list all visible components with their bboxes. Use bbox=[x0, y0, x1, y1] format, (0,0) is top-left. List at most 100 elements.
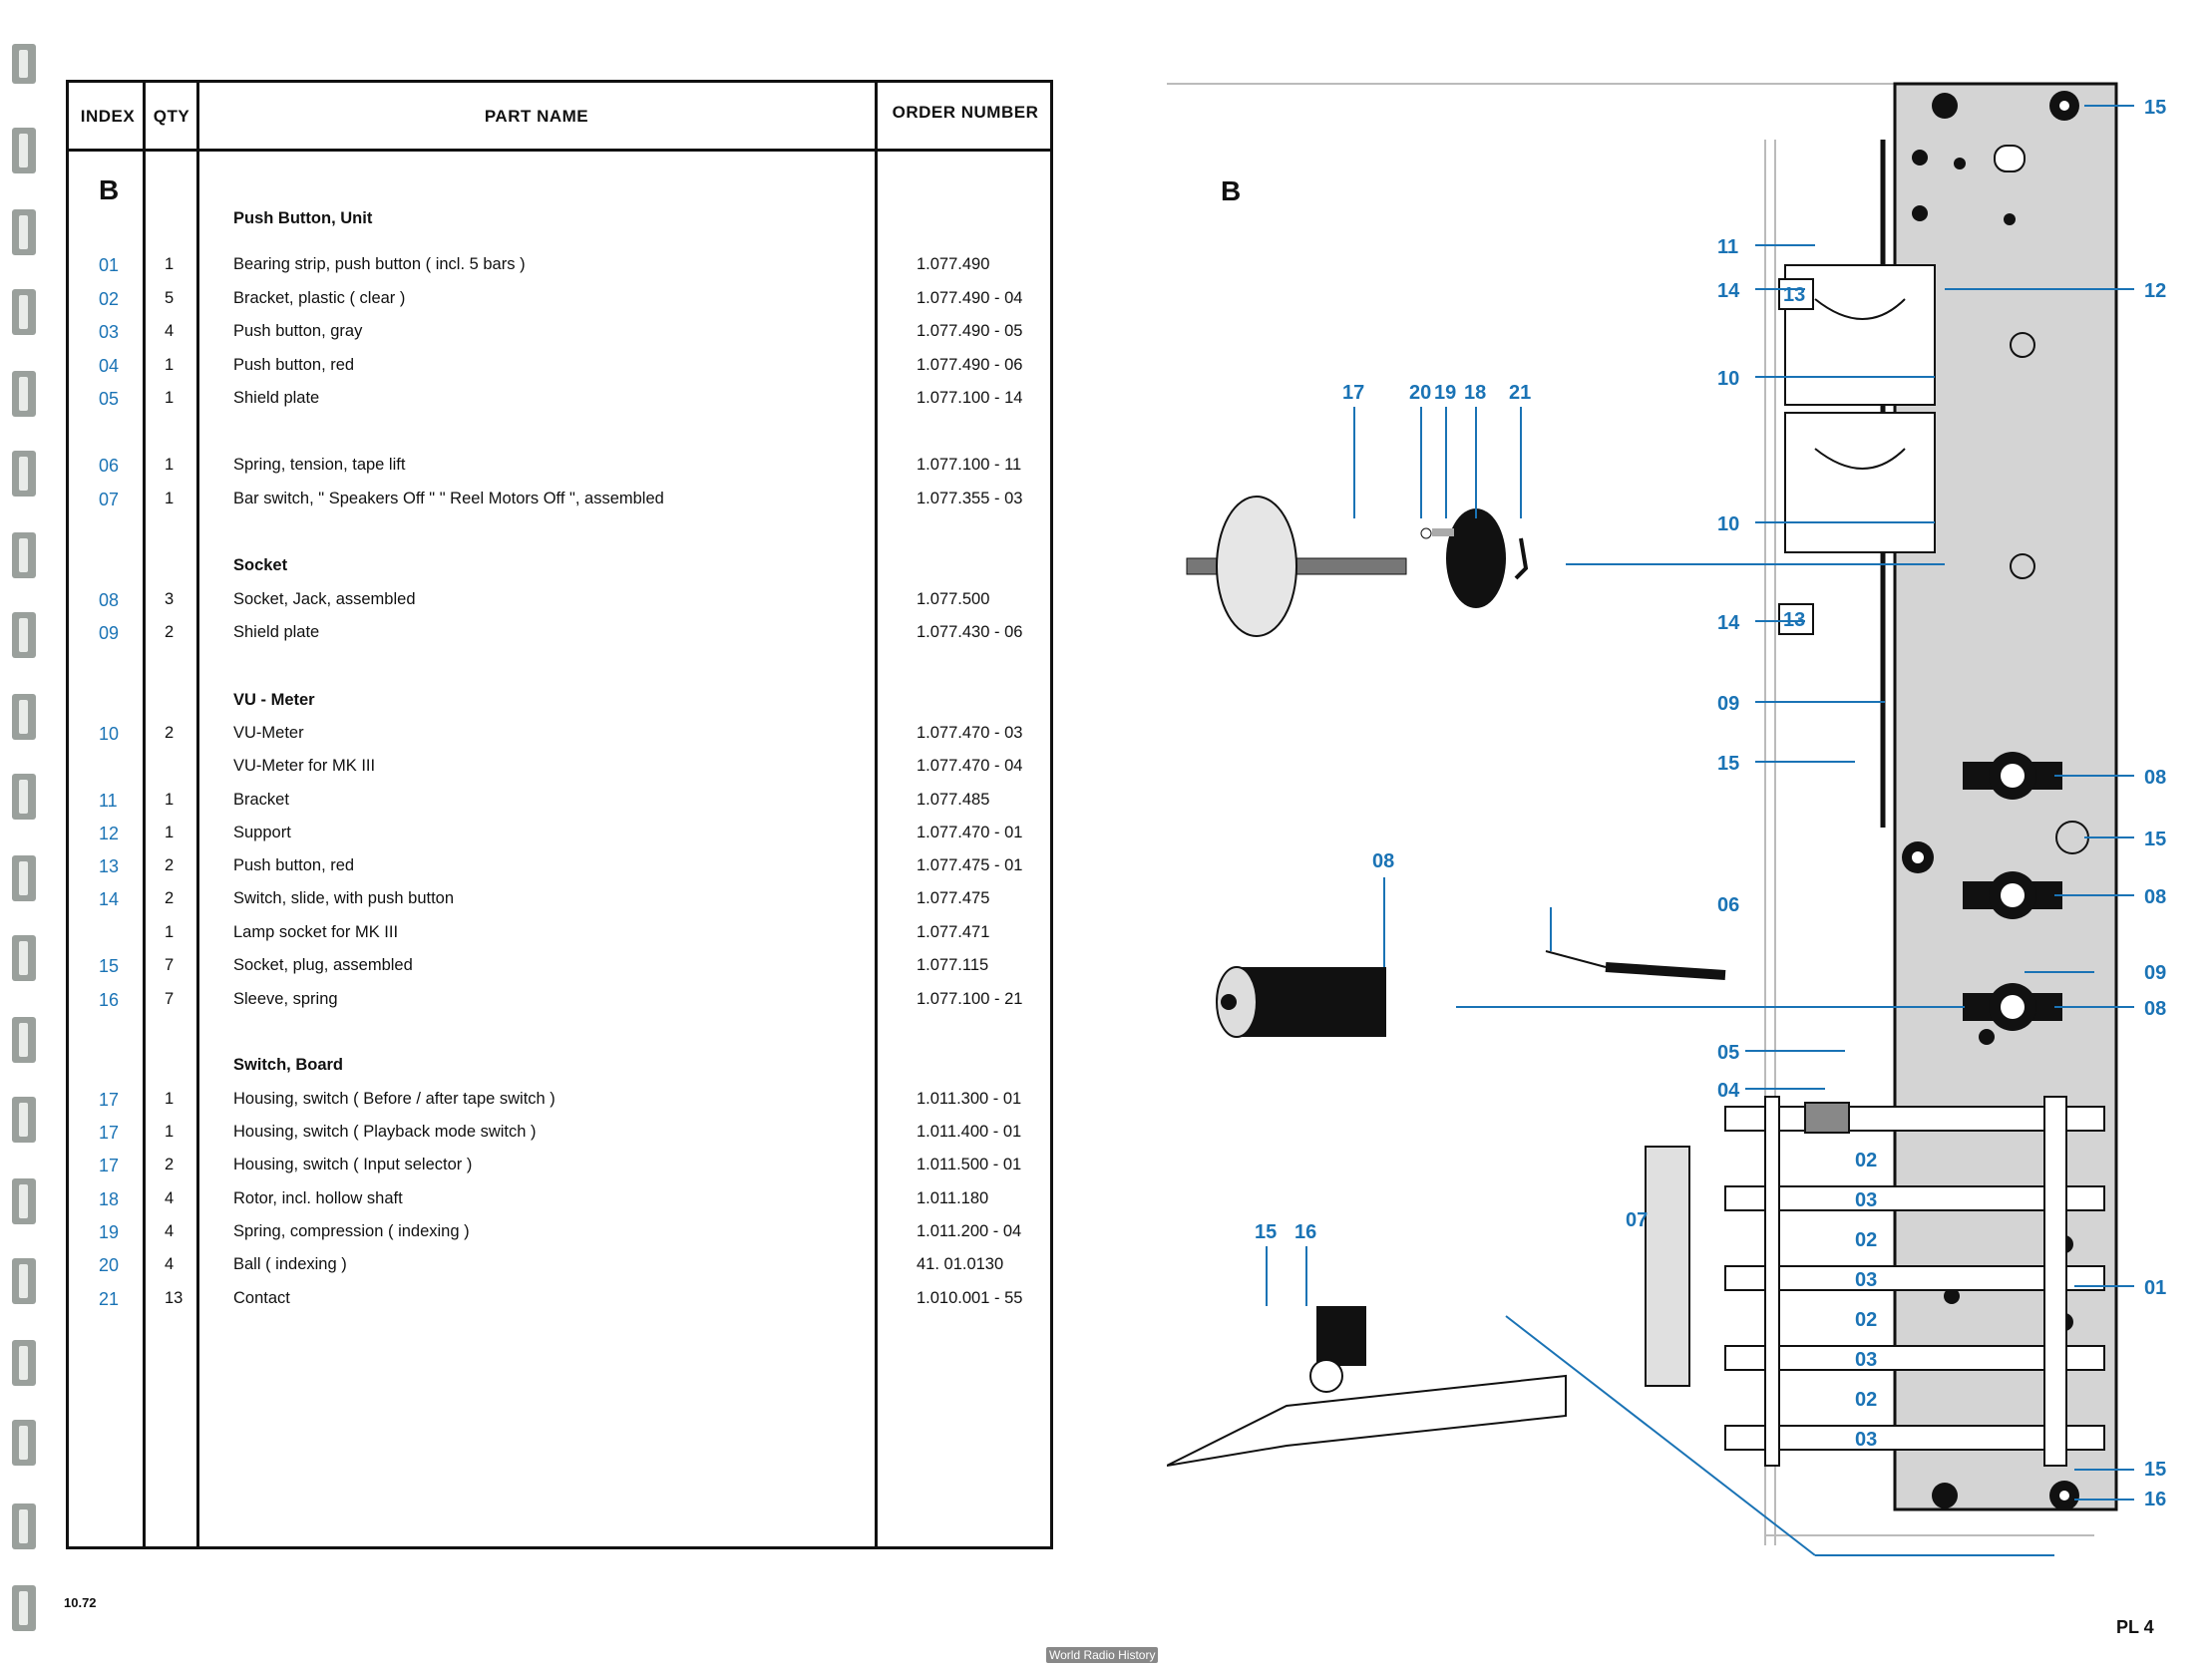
row-order-number: 1.077.490 - 05 bbox=[917, 322, 1023, 340]
row-index: 17 bbox=[99, 1090, 120, 1110]
header-part-name: PART NAME bbox=[484, 107, 589, 126]
callout-10-upper: 10 bbox=[1717, 368, 1739, 390]
row-order-number: 1.011.180 bbox=[917, 1189, 989, 1207]
header-order-number: ORDER NUMBER bbox=[892, 103, 1039, 122]
row-part-name: Housing, switch ( Playback mode switch ) bbox=[233, 1123, 537, 1141]
callout-13-upper: 13 bbox=[1783, 284, 1805, 306]
row-index: 16 bbox=[99, 990, 120, 1010]
row-index: 21 bbox=[99, 1289, 120, 1309]
row-order-number: 1.077.100 - 21 bbox=[917, 990, 1023, 1008]
row-index: 01 bbox=[99, 255, 120, 275]
watermark: World Radio History bbox=[1046, 1647, 1159, 1663]
callout-20: 20 bbox=[1409, 382, 1431, 404]
callout-09-upper: 09 bbox=[1717, 693, 1739, 715]
row-order-number: 1.011.400 - 01 bbox=[917, 1123, 1022, 1141]
row-order-number: 1.077.100 - 11 bbox=[917, 456, 1022, 474]
row-part-name: Bracket, plastic ( clear ) bbox=[233, 289, 406, 307]
row-qty: 1 bbox=[165, 791, 175, 809]
callout-08-exploded: 08 bbox=[1372, 850, 1394, 872]
row-index: 07 bbox=[99, 490, 120, 509]
callout-02-c: 02 bbox=[1855, 1309, 1877, 1331]
row-qty: 1 bbox=[165, 1123, 175, 1141]
row-index: 13 bbox=[99, 856, 120, 876]
row-index: 20 bbox=[99, 1255, 120, 1275]
bar-switch bbox=[1645, 1146, 1690, 1387]
row-part-name: Bar switch, " Speakers Off " " Reel Moto… bbox=[233, 490, 664, 507]
row-part-name: Socket, plug, assembled bbox=[233, 956, 413, 974]
row-order-number: 1.077.485 bbox=[917, 791, 990, 809]
callout-02-a: 02 bbox=[1855, 1150, 1877, 1171]
row-qty: 1 bbox=[165, 255, 175, 273]
group-heading: VU - Meter bbox=[233, 691, 315, 709]
rotor-assembly bbox=[1186, 496, 1529, 637]
row-order-number: 1.077.115 bbox=[917, 956, 989, 974]
row-index: 08 bbox=[99, 590, 120, 610]
row-qty: 1 bbox=[165, 490, 175, 507]
jack-socket-group bbox=[1963, 752, 2062, 1031]
callout-03-a: 03 bbox=[1855, 1189, 1877, 1211]
row-part-name: Bracket bbox=[233, 791, 289, 809]
row-part-name: Sleeve, spring bbox=[233, 990, 338, 1008]
callout-18: 18 bbox=[1464, 382, 1486, 404]
row-qty: 2 bbox=[165, 889, 175, 907]
row-part-name: Push button, gray bbox=[233, 322, 363, 340]
row-part-name: VU-Meter for MK III bbox=[233, 757, 376, 775]
row-qty: 2 bbox=[165, 724, 175, 742]
header-index: INDEX bbox=[80, 107, 136, 126]
callout-06: 06 bbox=[1717, 894, 1739, 916]
row-part-name: Push button, red bbox=[233, 356, 355, 374]
row-qty: 1 bbox=[165, 824, 175, 841]
row-qty: 1 bbox=[165, 389, 175, 407]
row-order-number: 41. 01.0130 bbox=[917, 1255, 1004, 1273]
row-part-name: Shield plate bbox=[233, 389, 320, 407]
row-part-name: Rotor, incl. hollow shaft bbox=[233, 1189, 403, 1207]
row-part-name: Housing, switch ( Before / after tape sw… bbox=[233, 1090, 555, 1108]
row-part-name: Spring, tension, tape lift bbox=[233, 456, 406, 474]
section-letter: B bbox=[99, 174, 120, 205]
callout-16-bottom: 16 bbox=[2144, 1489, 2166, 1510]
group-heading: Socket bbox=[233, 556, 288, 574]
header-qty: QTY bbox=[153, 107, 190, 126]
callout-08-c: 08 bbox=[2144, 998, 2166, 1020]
callout-12: 12 bbox=[2144, 280, 2166, 302]
row-qty: 4 bbox=[165, 1222, 175, 1240]
row-qty: 4 bbox=[165, 1189, 175, 1207]
callout-10-lower: 10 bbox=[1717, 513, 1739, 535]
row-index: 09 bbox=[99, 623, 120, 643]
row-qty: 2 bbox=[165, 856, 175, 874]
row-qty: 7 bbox=[165, 956, 175, 974]
row-part-name: Bearing strip, push button ( incl. 5 bar… bbox=[233, 255, 526, 273]
exploded-parts-diagram: 15 12 11 14 10 10 14 09 15 08 15 08 09 0… bbox=[1167, 82, 2166, 1556]
row-order-number: 1.077.500 bbox=[917, 590, 990, 608]
row-order-number: 1.077.470 - 04 bbox=[917, 757, 1023, 775]
row-order-number: 1.077.355 - 03 bbox=[917, 490, 1023, 507]
row-part-name: Socket, Jack, assembled bbox=[233, 590, 416, 608]
row-order-number: 1.077.490 - 06 bbox=[917, 356, 1023, 374]
row-order-number: 1.010.001 - 55 bbox=[917, 1289, 1023, 1307]
row-order-number: 1.077.470 - 03 bbox=[917, 724, 1023, 742]
callout-11: 11 bbox=[1717, 236, 1738, 258]
callout-13-lower: 13 bbox=[1783, 609, 1805, 631]
callout-02-d: 02 bbox=[1855, 1389, 1877, 1411]
callout-03-b: 03 bbox=[1855, 1269, 1877, 1291]
row-index: 10 bbox=[99, 724, 120, 744]
row-index: 06 bbox=[99, 456, 120, 476]
row-part-name: Lamp socket for MK III bbox=[233, 923, 399, 941]
callout-16-plug: 16 bbox=[1294, 1221, 1316, 1243]
callout-15-right: 15 bbox=[2144, 829, 2166, 850]
row-order-number: 1.011.300 - 01 bbox=[917, 1090, 1022, 1108]
row-order-number: 1.011.500 - 01 bbox=[917, 1156, 1022, 1173]
callout-08-b: 08 bbox=[2144, 886, 2166, 908]
push-button-bars bbox=[1724, 1096, 2105, 1467]
row-index: 18 bbox=[99, 1189, 120, 1209]
row-qty: 1 bbox=[165, 1090, 175, 1108]
row-qty: 5 bbox=[165, 289, 175, 307]
row-qty: 3 bbox=[165, 590, 175, 608]
row-qty: 2 bbox=[165, 1156, 175, 1173]
row-order-number: 1.077.490 bbox=[917, 255, 990, 273]
row-order-number: 1.077.475 bbox=[917, 889, 990, 907]
callout-08-a: 08 bbox=[2144, 767, 2166, 789]
row-order-number: 1.077.471 bbox=[917, 923, 990, 941]
callout-15-bottom: 15 bbox=[2144, 1459, 2166, 1481]
group-heading: Switch, Board bbox=[233, 1056, 344, 1074]
